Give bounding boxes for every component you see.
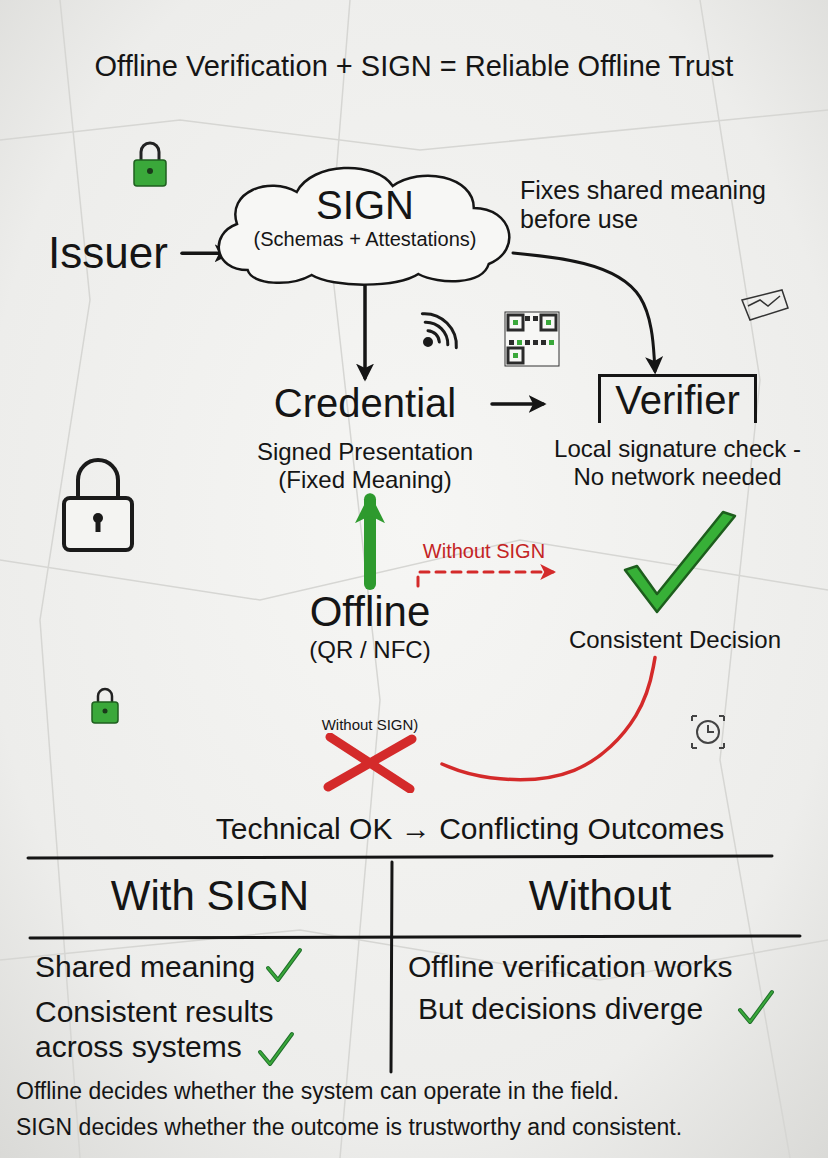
title: Offline Verification + SIGN = Reliable O… bbox=[14, 50, 814, 83]
red-cross bbox=[300, 733, 440, 793]
node-title: Without SIGN) bbox=[300, 716, 440, 733]
table-cell: Shared meaning bbox=[35, 950, 365, 985]
big-checkmark bbox=[555, 508, 795, 626]
connector-arrow bbox=[442, 658, 655, 780]
verifier-bracket: Verifier bbox=[598, 374, 757, 423]
node-detail: Signed Presentation (Fixed Meaning) bbox=[240, 438, 490, 493]
node-title: Verifier bbox=[545, 374, 810, 423]
offline-node: Offline(QR / NFC) bbox=[290, 588, 450, 664]
table-cell: But decisions diverge bbox=[418, 992, 738, 1027]
node-title: Issuer bbox=[38, 228, 178, 279]
node-detail: (QR / NFC) bbox=[290, 636, 450, 664]
table-cell: Offline verification works bbox=[408, 950, 820, 985]
conflict-note: Technical OK → Conflicting Outcomes bbox=[170, 812, 770, 847]
conflict-x-node: Without SIGN) bbox=[300, 716, 440, 793]
edge-label: Fixes shared meaning before use bbox=[520, 176, 800, 234]
footer-note: Offline decides whether the system can o… bbox=[16, 1078, 822, 1104]
credential-node: CredentialSigned Presentation (Fixed Mea… bbox=[240, 380, 490, 493]
issuer-node: Issuer bbox=[38, 228, 178, 279]
connector-arrow bbox=[418, 572, 553, 586]
node-title: SIGN bbox=[235, 182, 495, 228]
table-header: Without bbox=[400, 872, 800, 920]
wireless-icon bbox=[422, 306, 464, 348]
small-green-padlock bbox=[92, 689, 118, 723]
connector-arrow bbox=[364, 499, 376, 584]
node-title: Offline bbox=[290, 588, 450, 636]
node-title: Credential bbox=[240, 380, 490, 426]
outline-padlock bbox=[64, 460, 132, 550]
qr-code bbox=[505, 312, 559, 366]
green-padlock bbox=[134, 143, 166, 186]
verifier-node: VerifierLocal signature check - No netwo… bbox=[545, 374, 810, 490]
connector-arrow bbox=[492, 402, 543, 406]
table-header: With SIGN bbox=[40, 872, 380, 920]
edge-label: Without SIGN bbox=[416, 540, 552, 563]
timer-icon bbox=[692, 716, 724, 748]
node-detail: (Schemas + Attestations) bbox=[235, 228, 495, 251]
table-cell: Consistent results across systems bbox=[35, 995, 335, 1064]
sign-cloud: SIGN(Schemas + Attestations) bbox=[205, 158, 525, 288]
sketch-icon bbox=[742, 290, 788, 320]
node-detail: Local signature check - No network neede… bbox=[545, 435, 810, 490]
node-title: Consistent Decision bbox=[555, 626, 795, 654]
decision-node: Consistent Decision bbox=[555, 508, 795, 654]
footer-note: SIGN decides whether the outcome is trus… bbox=[16, 1114, 822, 1140]
connector-arrow bbox=[363, 284, 367, 378]
connector-arrow bbox=[513, 253, 655, 371]
